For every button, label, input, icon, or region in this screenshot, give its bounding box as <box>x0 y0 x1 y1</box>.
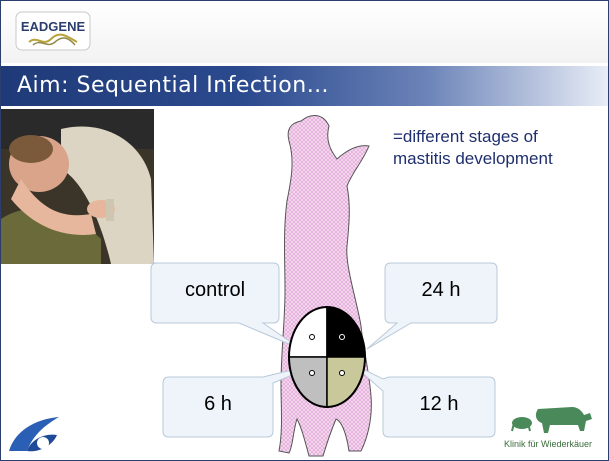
udder-quarters <box>289 307 365 407</box>
sixth-framework-logo-icon <box>5 411 65 457</box>
callout-24h-label: 24 h <box>385 279 497 302</box>
callout-control <box>151 263 301 349</box>
callout-24h <box>367 263 497 349</box>
footer-right-logo-text: Klinik für Wiederkäuer <box>504 439 592 449</box>
callout-control-label: control <box>151 279 279 302</box>
callout-6h-label: 6 h <box>163 393 273 416</box>
callout-12h-label: 12 h <box>383 393 495 416</box>
cow-logo-icon <box>498 401 608 459</box>
